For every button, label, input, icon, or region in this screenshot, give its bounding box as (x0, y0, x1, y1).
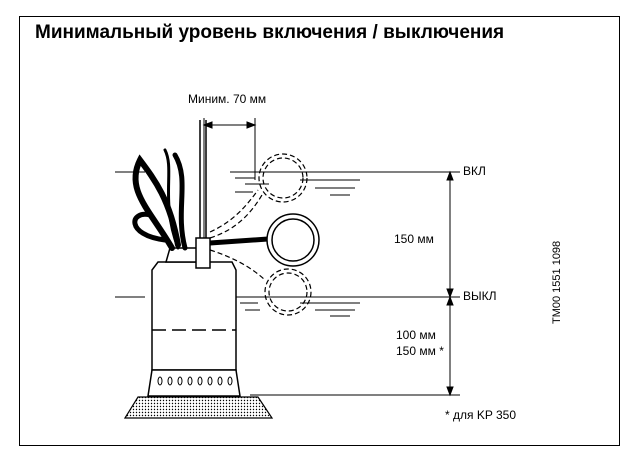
figure-frame (19, 16, 620, 446)
float-on-position (209, 153, 308, 239)
min-gap-dimension (202, 118, 257, 245)
bottom-height-alt-label: 150 мм * (396, 344, 444, 358)
figure-title: Минимальный уровень включения / выключен… (35, 22, 505, 43)
drawing-code: TM00 1551 1098 (551, 240, 563, 324)
water-level-off (115, 296, 460, 317)
min-gap-label: Миним. 70 мм (188, 92, 267, 106)
off-level-label: ВЫКЛ (463, 289, 497, 303)
water-level-on (115, 171, 460, 196)
float-middle-position (266, 213, 320, 267)
power-cable (132, 148, 188, 251)
span-label: 150 мм (394, 232, 434, 246)
on-level-label: ВКЛ (463, 164, 486, 178)
bottom-height-label: 100 мм (396, 328, 436, 342)
pump-body (147, 247, 241, 397)
pump-inlet-holes (157, 376, 233, 386)
float-cable (209, 236, 269, 246)
height-dimension (250, 170, 460, 397)
footnote: * для KP 350 (445, 408, 516, 422)
float-off-position (209, 249, 312, 316)
outlet-pipe (195, 120, 211, 269)
floor-base (123, 396, 274, 419)
